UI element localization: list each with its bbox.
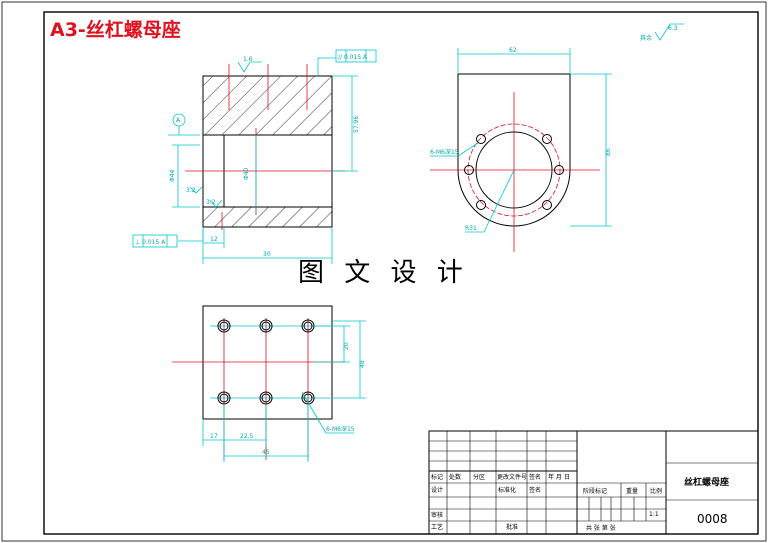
tb-process: 工艺: [431, 523, 443, 531]
dim-side-width: 62: [509, 47, 517, 54]
tb-zone: 分区: [473, 473, 485, 481]
dim-front-depth: 12: [210, 236, 218, 243]
dim-side-height: 86: [605, 148, 612, 156]
tb-weight: 重量: [626, 487, 638, 495]
dim-front-width: 30: [263, 251, 271, 258]
tb-sheets: 共 张 第 张: [586, 524, 616, 532]
title-block: 标记 处数 分区 更改文件号 签名 年 月 日 设计 标准化 签名 审核 工艺 …: [428, 430, 759, 535]
bottom-hole-note: 6-M6深15: [326, 425, 355, 433]
datum-label: A: [176, 117, 181, 124]
front-rough-bottom: 3.2: [206, 199, 216, 206]
gtol-bottom: ⊥ 0.015 A: [135, 239, 166, 246]
dim-bottom-height: 48: [359, 360, 366, 368]
tb-ratio: 比例: [650, 487, 662, 495]
side-view: 62 86 6-M6深15 R31: [430, 47, 612, 252]
tb-std: 标准化: [498, 486, 516, 494]
watermark: 图 文 设 计: [298, 258, 469, 288]
roughness-note: 其余: [640, 34, 652, 42]
roughness-value: 6.3: [668, 25, 678, 32]
side-hole-note: 6-M6深15: [430, 148, 459, 156]
tb-mark: 标记: [431, 473, 443, 481]
dim-front-height: 57.96: [353, 116, 360, 133]
tb-drawing-no: 0008: [697, 512, 728, 526]
tb-change: 更改文件号: [497, 473, 527, 481]
bolt-holes: [464, 134, 564, 210]
side-pcd: R31: [465, 225, 477, 232]
tb-sign2: 签名: [529, 486, 541, 494]
dim-bottom-total: 45: [262, 449, 270, 456]
dim-front-bore-left: Φ44: [169, 169, 176, 182]
tb-stage: 阶段标记: [583, 487, 607, 495]
tb-approve: 批准: [506, 523, 518, 531]
roughness-symbol-icon: [654, 23, 684, 41]
tb-review: 审核: [431, 511, 443, 519]
tb-sign: 签名: [529, 473, 541, 481]
dim-bottom-left: 17: [210, 433, 218, 440]
dim-front-bore: Φ40: [243, 167, 250, 180]
tb-count: 处数: [449, 473, 461, 481]
front-view: 1.6 3.2 3.2 // 0.015 A A 57.96 Φ40 Φ44 ⊥…: [132, 49, 377, 264]
bottom-view: 20 48 17 22.5 45 6-M6深15: [172, 305, 366, 462]
front-rough-top: 1.6: [243, 56, 253, 63]
tb-scale: 1:1: [649, 511, 659, 518]
dim-bottom-pitch: 22.5: [240, 433, 254, 440]
drawing-title: A3-丝杠螺母座: [50, 18, 181, 41]
gtol-top: // 0.015 A: [338, 54, 368, 61]
tb-part-name: 丝杠螺母座: [684, 476, 729, 488]
tb-date: 年 月 日: [548, 473, 570, 481]
front-rough-left: 3.2: [186, 187, 196, 194]
inner-frame: [43, 11, 759, 535]
dim-bottom-row-gap: 20: [343, 342, 350, 350]
tb-design: 设计: [431, 486, 443, 494]
